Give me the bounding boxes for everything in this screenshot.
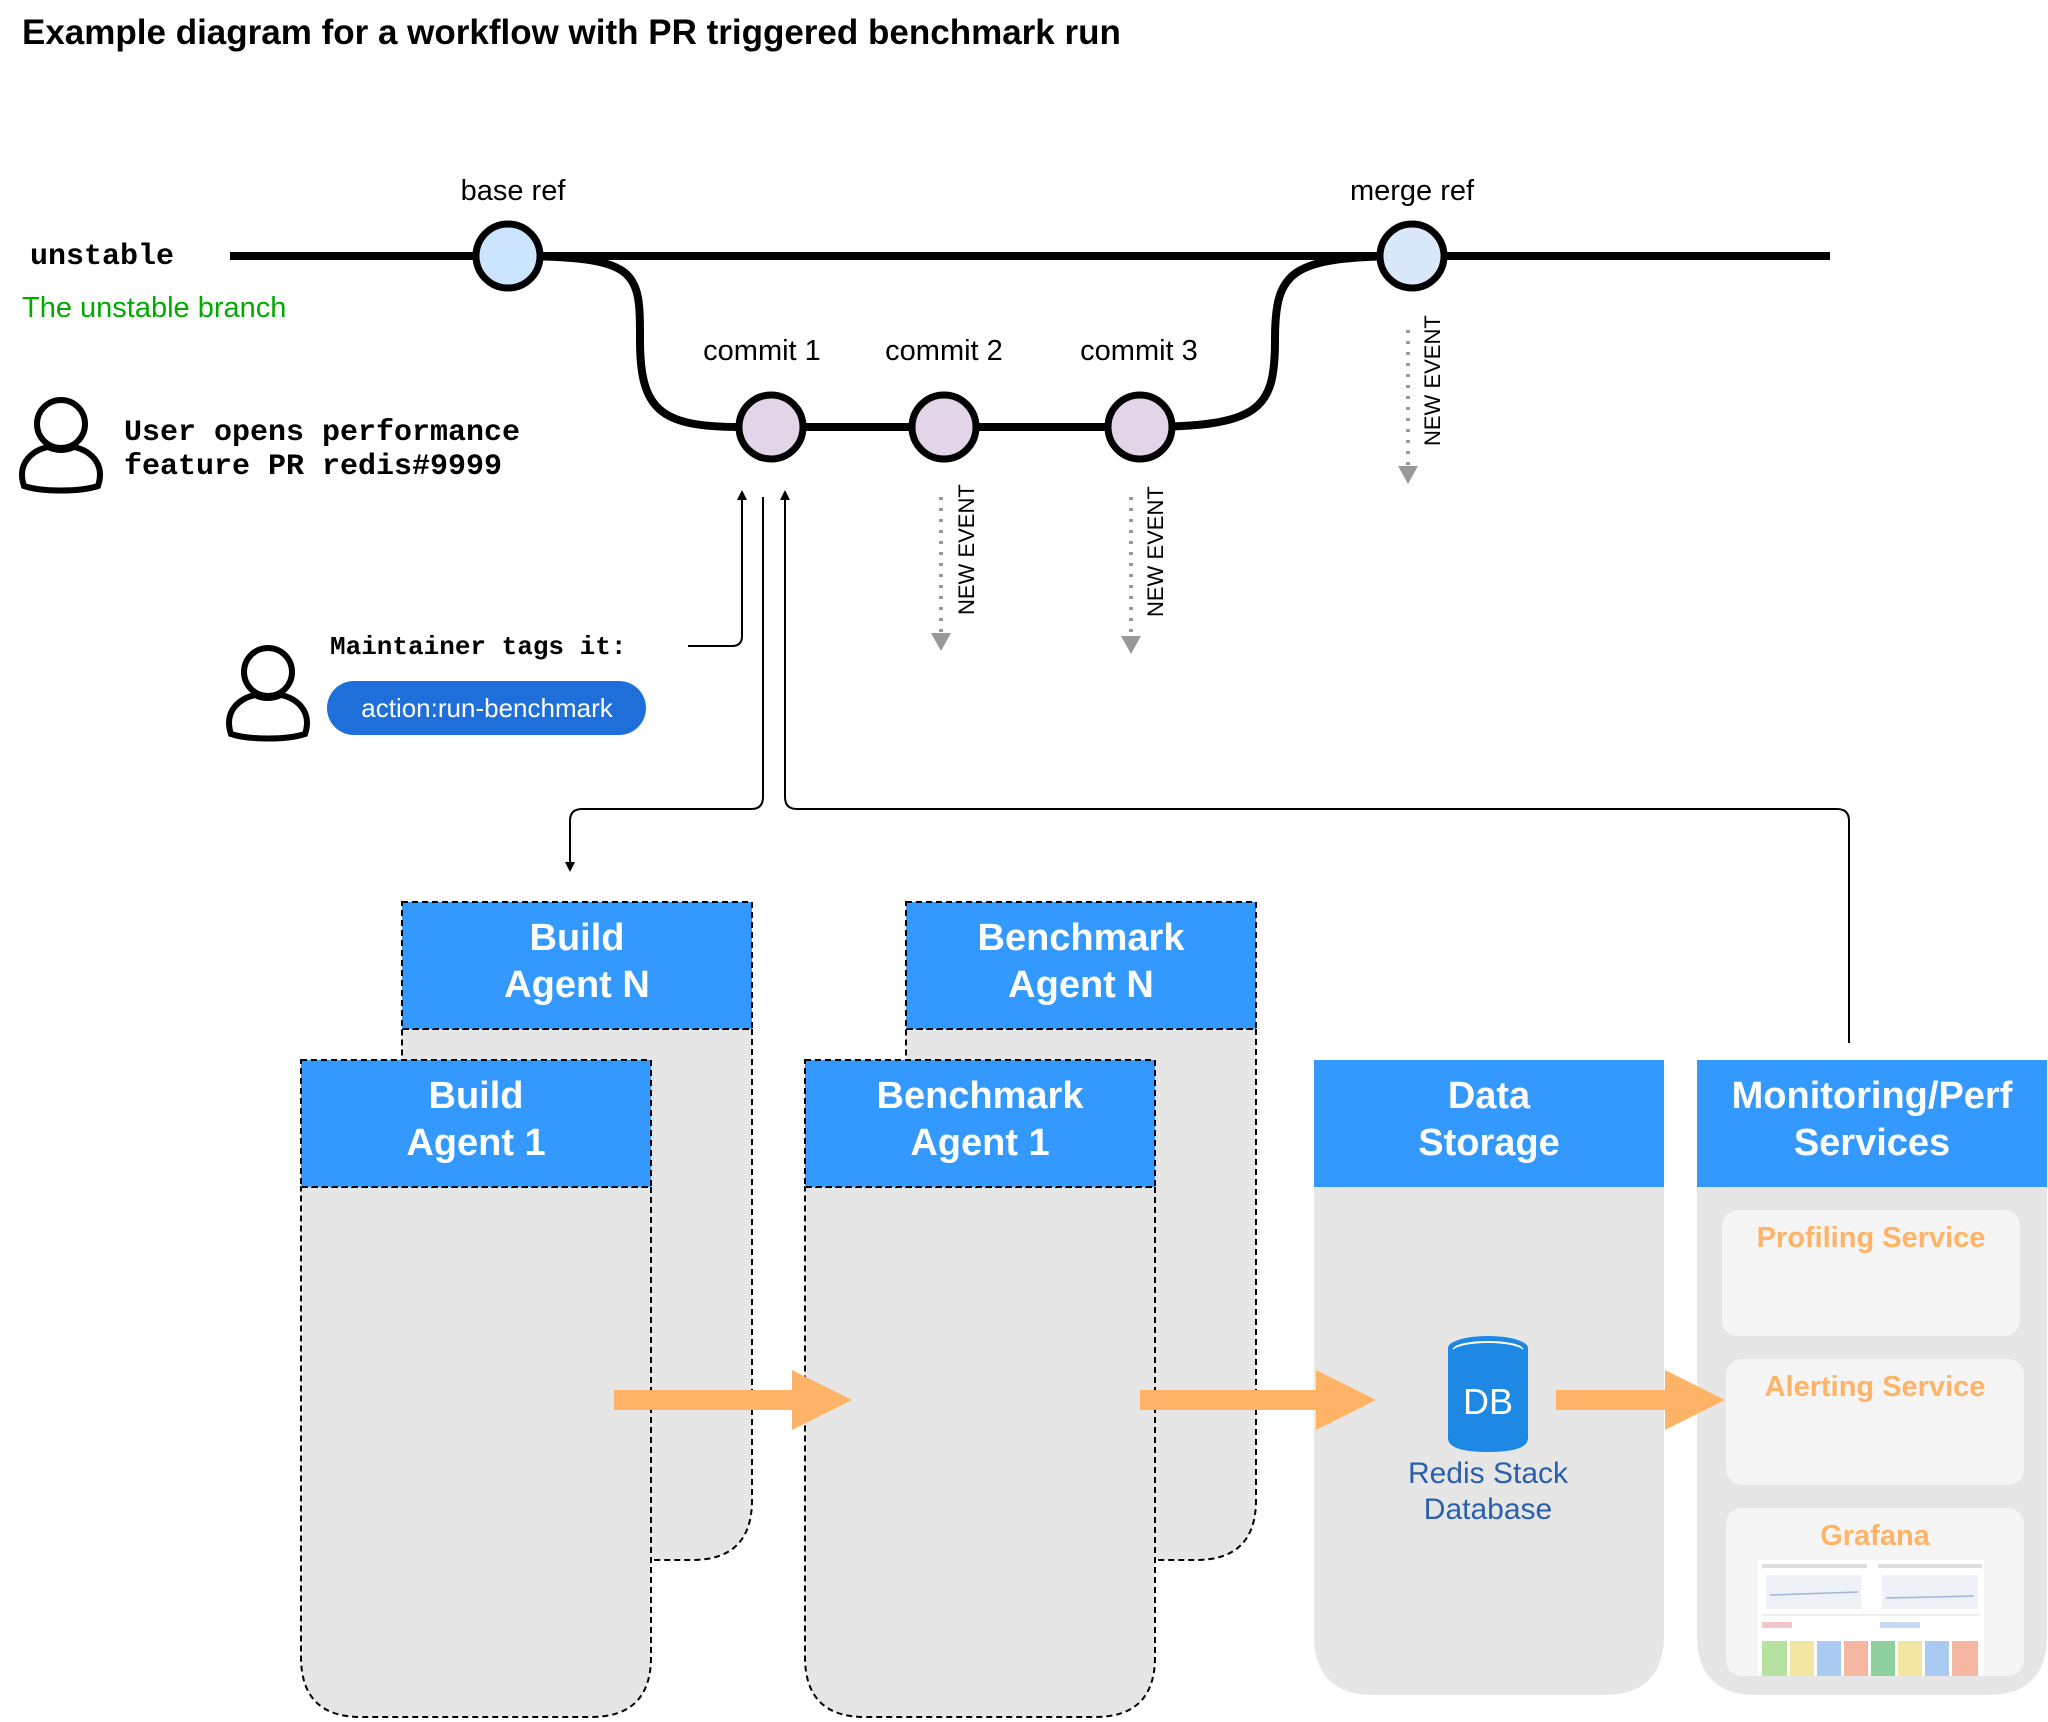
- commit-3-node: [1104, 391, 1176, 463]
- database-icon: [1448, 1336, 1528, 1452]
- commit-2-node: [908, 391, 980, 463]
- commit-3-label: commit 3: [1080, 335, 1198, 367]
- new-event-label-merge: NEW EVENT: [1420, 315, 1445, 446]
- user-icon: [19, 397, 103, 494]
- build-agent-1: [300, 1059, 652, 1718]
- grafana-dashboard-thumbnail: [1758, 1560, 1984, 1676]
- alerting-service-label: Alerting Service: [1765, 1371, 1986, 1403]
- build-agent-1-title-line1: Build: [429, 1075, 524, 1117]
- maintainer-text: Maintainer tags it:: [330, 632, 626, 662]
- profiling-service-card: [1722, 1210, 2020, 1336]
- base-ref-label: base ref: [461, 175, 567, 207]
- monitoring-title-line1: Monitoring/Perf: [1732, 1075, 2013, 1117]
- data-storage-title-line1: Data: [1448, 1075, 1531, 1117]
- monitoring-to-commit-arrow: [780, 490, 1850, 1043]
- benchmark-agent-1: [804, 1059, 1156, 1718]
- commit-1-label: commit 1: [703, 335, 821, 367]
- benchmark-agent-n-title-line2: Agent N: [1008, 964, 1154, 1006]
- database-icon-label: DB: [1463, 1381, 1513, 1422]
- commit-to-build-arrow: [565, 497, 764, 872]
- maintainer-icon: [226, 645, 310, 742]
- diagram-title: Example diagram for a workflow with PR t…: [22, 13, 1121, 52]
- monitoring-title-line2: Services: [1794, 1122, 1950, 1164]
- build-to-benchmark-arrow: [614, 1370, 852, 1430]
- benchmark-agent-1-title-line1: Benchmark: [877, 1075, 1085, 1117]
- commit-2-label: commit 2: [885, 335, 1003, 367]
- merge-ref-label: merge ref: [1350, 175, 1475, 207]
- alerting-service-card: [1726, 1359, 2024, 1485]
- data-storage-title-line2: Storage: [1418, 1122, 1559, 1164]
- branch-name: unstable: [30, 240, 174, 274]
- build-agent-1-title-line2: Agent 1: [406, 1122, 545, 1164]
- new-event-label-commit-3: NEW EVENT: [1143, 486, 1168, 617]
- profiling-service-label: Profiling Service: [1757, 1222, 1986, 1254]
- run-benchmark-tag[interactable]: [327, 681, 646, 735]
- commit-1-node: [735, 391, 807, 463]
- maintainer-to-commit-arrow: [688, 490, 747, 647]
- run-benchmark-tag-label: action:run-benchmark: [361, 693, 613, 723]
- merge-ref-node: [1376, 220, 1448, 292]
- build-agent-n-title-line1: Build: [530, 917, 625, 959]
- user-pr-text-line1: User opens performance: [124, 416, 520, 450]
- storage-to-monitoring-arrow: [1556, 1370, 1725, 1430]
- base-ref-node: [472, 220, 544, 292]
- user-pr-text-line2: feature PR redis#9999: [124, 450, 502, 484]
- new-event-label-commit-2: NEW EVENT: [954, 484, 979, 615]
- database-label-line2: Database: [1424, 1493, 1552, 1526]
- database-label-line1: Redis Stack: [1408, 1457, 1569, 1490]
- benchmark-agent-1-title-line2: Agent 1: [910, 1122, 1049, 1164]
- benchmark-agent-n-title-line1: Benchmark: [978, 917, 1186, 959]
- build-agent-n-title-line2: Agent N: [504, 964, 650, 1006]
- benchmark-to-storage-arrow: [1140, 1370, 1376, 1430]
- grafana-label: Grafana: [1820, 1520, 1930, 1552]
- branch-description: The unstable branch: [22, 292, 286, 324]
